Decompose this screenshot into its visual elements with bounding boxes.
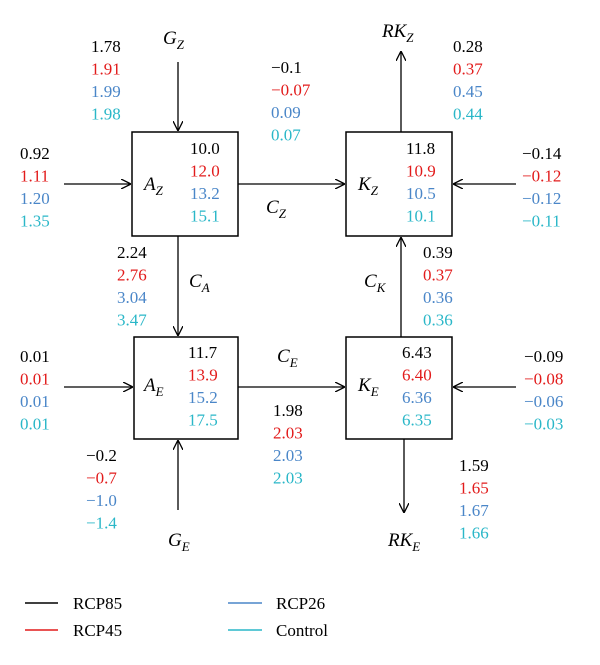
label-RKE: RKE [387, 530, 420, 554]
box-KZ [345, 131, 453, 237]
label-CE: CE [277, 346, 298, 370]
value-AZ_in-RCP45: 1.11 [20, 167, 49, 186]
value-RKZ-RCP45: 0.37 [453, 60, 483, 79]
value-KZ_box-RCP85: 11.8 [406, 139, 435, 158]
value-AE_box-Control: 17.5 [188, 411, 218, 430]
value-KZ_in-RCP85: −0.14 [522, 144, 562, 163]
value-CK-RCP26: 0.36 [423, 288, 453, 307]
label-CZ: CZ [266, 197, 287, 221]
value-AE_box-RCP45: 13.9 [188, 366, 218, 385]
value-KZ_in-RCP26: −0.12 [522, 189, 561, 208]
value-CZ-RCP85: −0.1 [271, 58, 302, 77]
value-KZ_box-Control: 10.1 [406, 207, 436, 226]
value-AZ_in-RCP85: 0.92 [20, 144, 50, 163]
value-CE-RCP45: 2.03 [273, 424, 303, 443]
value-RKE-RCP85: 1.59 [459, 456, 489, 475]
value-RKE-Control: 1.66 [459, 524, 489, 543]
value-CZ-RCP45: −0.07 [271, 81, 311, 100]
value-CK-Control: 0.36 [423, 311, 453, 330]
value-AE_in-RCP85: 0.01 [20, 347, 50, 366]
value-AZ_box-RCP26: 13.2 [190, 184, 220, 203]
label-GZ: GZ [163, 28, 185, 52]
value-AZ_in-RCP26: 1.20 [20, 189, 50, 208]
value-KE_box-RCP26: 6.36 [402, 388, 432, 407]
value-AE_box-RCP85: 11.7 [188, 343, 218, 362]
value-CA-RCP85: 2.24 [117, 243, 147, 262]
value-CA-RCP45: 2.76 [117, 266, 147, 285]
box-KE [345, 336, 453, 440]
value-KE_box-RCP85: 6.43 [402, 343, 432, 362]
value-CE-RCP85: 1.98 [273, 401, 303, 420]
value-GZ-Control: 1.98 [91, 105, 121, 124]
value-CK-RCP85: 0.39 [423, 243, 453, 262]
legend: RCP85 RCP45 RCP26 Control [25, 594, 328, 640]
value-RKE-RCP26: 1.67 [459, 501, 489, 520]
value-RKZ-RCP26: 0.45 [453, 82, 483, 101]
value-RKZ-Control: 0.44 [453, 105, 483, 124]
value-CZ-RCP26: 0.09 [271, 103, 301, 122]
value-GE-Control: −1.4 [86, 514, 117, 533]
label-KZ: KZ [357, 174, 379, 198]
value-CA-RCP26: 3.04 [117, 288, 147, 307]
value-GZ-RCP45: 1.91 [91, 60, 121, 79]
box-AE [133, 336, 239, 440]
value-CK-RCP45: 0.37 [423, 266, 453, 285]
label-CK: CK [364, 271, 387, 295]
value-AZ_box-RCP45: 12.0 [190, 162, 220, 181]
legend-label-Control: Control [276, 621, 328, 640]
value-RKE-RCP45: 1.65 [459, 479, 489, 498]
value-CE-RCP26: 2.03 [273, 446, 303, 465]
value-AE_in-Control: 0.01 [20, 415, 50, 434]
value-AZ_box-Control: 15.1 [190, 207, 220, 226]
legend-label-RCP45: RCP45 [73, 621, 122, 640]
value-KZ_in-Control: −0.11 [522, 212, 561, 231]
value-KE_in-RCP85: −0.09 [524, 347, 563, 366]
value-KE_in-Control: −0.03 [524, 415, 563, 434]
value-CZ-Control: 0.07 [271, 126, 301, 145]
value-GZ-RCP26: 1.99 [91, 82, 121, 101]
value-GZ-RCP85: 1.78 [91, 37, 121, 56]
value-RKZ-RCP85: 0.28 [453, 37, 483, 56]
label-GE: GE [168, 530, 190, 554]
value-KZ_box-RCP45: 10.9 [406, 162, 436, 181]
value-KE_in-RCP26: −0.06 [524, 392, 563, 411]
value-AE_box-RCP26: 15.2 [188, 388, 218, 407]
label-AZ: AZ [142, 174, 164, 198]
value-AE_in-RCP45: 0.01 [20, 370, 50, 389]
value-KE_box-Control: 6.35 [402, 411, 432, 430]
value-CE-Control: 2.03 [273, 469, 303, 488]
label-CA: CA [189, 271, 210, 295]
legend-label-RCP26: RCP26 [276, 594, 325, 613]
label-RKZ: RKZ [381, 21, 414, 45]
value-GE-RCP45: −0.7 [86, 469, 117, 488]
legend-label-RCP85: RCP85 [73, 594, 122, 613]
value-KE_in-RCP45: −0.08 [524, 370, 563, 389]
value-AE_in-RCP26: 0.01 [20, 392, 50, 411]
value-AZ_in-Control: 1.35 [20, 212, 50, 231]
value-KZ_box-RCP26: 10.5 [406, 184, 436, 203]
label-AE: AE [142, 375, 164, 399]
value-AZ_box-RCP85: 10.0 [190, 139, 220, 158]
value-GE-RCP85: −0.2 [86, 446, 117, 465]
value-GE-RCP26: −1.0 [86, 491, 117, 510]
label-KE: KE [357, 375, 379, 399]
value-CA-Control: 3.47 [117, 311, 147, 330]
value-KZ_in-RCP45: −0.12 [522, 167, 561, 186]
value-KE_box-RCP45: 6.40 [402, 366, 432, 385]
values-layer: 1.78 1.91 1.99 1.98 0.92 1.11 1.20 1.35 10.0 12.0… [20, 37, 563, 543]
